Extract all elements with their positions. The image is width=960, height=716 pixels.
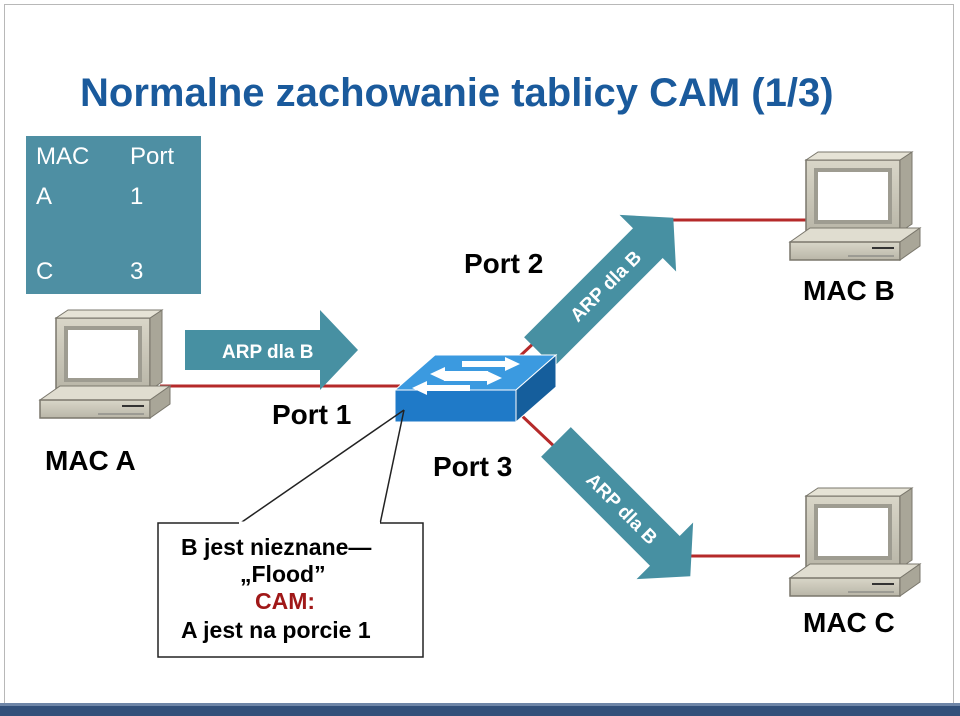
port-2-label: Port 2 [464,248,543,279]
footer-accent-line [0,703,960,706]
cam-row-port: 3 [130,258,143,285]
note-line-2: „Flood” [240,561,326,587]
port-3-label: Port 3 [433,451,512,482]
note-line-3: CAM: [255,588,315,614]
host-c-label: MAC C [803,607,895,638]
cam-row-mac: C [36,258,53,285]
host-b-label: MAC B [803,275,895,306]
host-a-label: MAC A [45,445,136,476]
switch-icon [393,353,558,424]
cam-table-background [26,136,201,294]
note-line-1: B jest nieznane— [181,534,371,560]
cam-header-mac: MAC [36,143,89,170]
cam-table: MAC Port A 1 C 3 [26,136,201,294]
note-line-4: A jest na porcie 1 [181,617,371,643]
arrow-arp-to-c: ARP dla B [541,427,694,580]
arrow-shape [541,427,694,580]
callout-pointer [238,409,405,525]
computer-a-icon [38,309,172,419]
footer-bar [0,706,960,716]
cam-row-mac: A [36,183,52,210]
arrow-shape [185,310,358,390]
arrow-label: ARP dla B [222,342,314,363]
callout-pointer [379,409,405,525]
arrow-arp-to-b: ARP dla B [524,214,677,367]
arrow-arp-a-to-switch: ARP dla B [185,310,358,390]
computer-c-icon [788,487,922,597]
slide-title: Normalne zachowanie tablicy CAM (1/3) [80,71,834,115]
arrow-shape [524,214,677,367]
cam-header-port: Port [130,143,174,170]
port-1-label: Port 1 [272,399,351,430]
computer-b-icon [788,151,922,261]
cam-row-port: 1 [130,183,143,210]
callout-note: B jest nieznane— „Flood” CAM: A jest na … [157,409,424,658]
